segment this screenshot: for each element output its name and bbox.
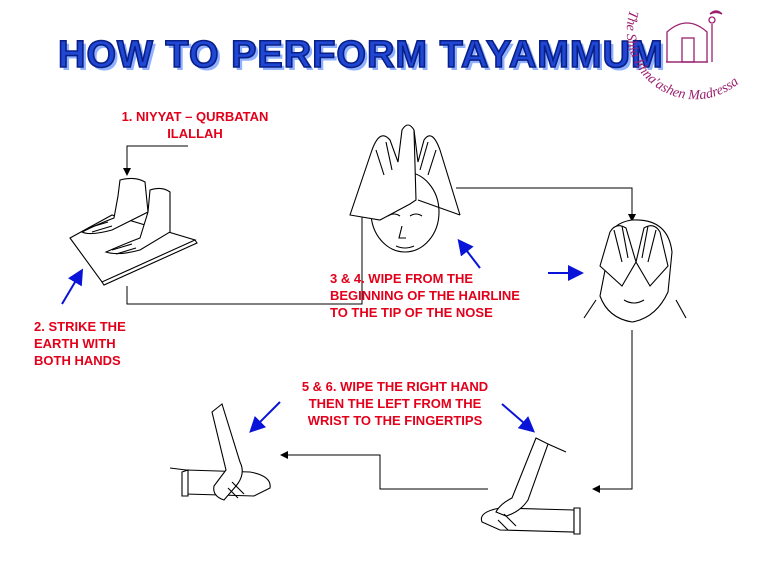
step-3-4-wipe-face-label: 3 & 4. WIPE FROM THE BEGINNING OF THE HA… (330, 270, 570, 321)
step-5-6-wipe-hands-label: 5 & 6. WIPE THE RIGHT HAND THEN THE LEFT… (270, 378, 520, 429)
step-1-niyyat-label: 1. NIYYAT – QURBATAN ILALLAH (100, 108, 290, 142)
step-2-strike-label: 2. STRIKE THE EARTH WITH BOTH HANDS (34, 318, 154, 369)
cover-eyes-illustration (584, 220, 686, 322)
flow-arrow-right-to-left-hand (282, 455, 488, 489)
wipe-left-hand-illustration (170, 404, 270, 500)
wipe-right-hand-illustration (481, 438, 580, 534)
wipe-forehead-illustration (350, 125, 460, 252)
flow-arrow-eyes-to-right-hand (594, 330, 632, 489)
pointer-arrow-hairline (460, 242, 480, 268)
pointer-arrow-strike (62, 272, 81, 304)
flow-arrow-niyyat-to-strike (127, 146, 188, 174)
flow-arrow-face-to-eyes (456, 188, 632, 220)
strike-earth-illustration (70, 178, 197, 285)
